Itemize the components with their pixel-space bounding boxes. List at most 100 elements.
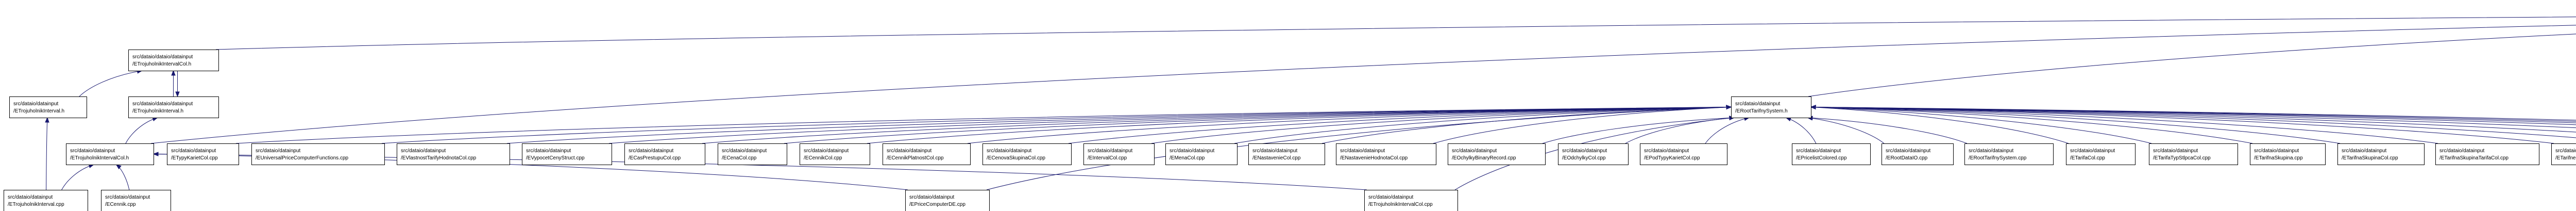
node-box[interactable]	[2250, 143, 2326, 165]
node-path-label: src/dataio/datainput	[1252, 148, 1298, 154]
dependency-edge	[506, 107, 1732, 144]
dependency-edge	[1810, 107, 2576, 138]
node-path-label: src/dataio/datainput	[1088, 148, 1133, 154]
graph-node[interactable]: src/dataio/datainput/ETrojuholnikInterva…	[9, 96, 87, 118]
graph-node[interactable]: src/dataio/datainput/ERootTarifnySystem.…	[1964, 143, 2054, 165]
node-box[interactable]	[1364, 190, 1458, 211]
graph-node[interactable]: src/dataio/dataio/datainput/ETrojuholnik…	[128, 50, 219, 71]
node-box[interactable]	[66, 143, 154, 165]
node-box[interactable]	[1336, 143, 1436, 165]
node-box[interactable]	[800, 143, 870, 165]
node-box[interactable]	[1083, 143, 1155, 165]
graph-node[interactable]: src/dataio/datainput/ECasPrestupuCol.cpp	[624, 143, 705, 165]
graph-node[interactable]: src/dataio/datainput/ETarifnaSkupinaTari…	[2435, 143, 2539, 165]
graph-node[interactable]: src/dataio/dataio/datainput/ETrojuholnik…	[128, 96, 219, 118]
node-box[interactable]	[167, 143, 239, 165]
node-box[interactable]	[1248, 143, 1325, 165]
graph-node[interactable]: src/dataio/datainput/ETarifnePasmo.cpp	[2551, 143, 2576, 165]
node-box[interactable]	[2551, 143, 2576, 165]
node-path-label: src/dataio/datainput	[105, 194, 150, 200]
node-box[interactable]	[2435, 143, 2539, 165]
node-box[interactable]	[1731, 96, 1811, 118]
node-box[interactable]	[1882, 143, 1954, 165]
node-box[interactable]	[718, 143, 787, 165]
graph-node[interactable]: src/dataio/datainput/ECenaCol.cpp	[718, 143, 787, 165]
graph-node[interactable]: src/dataio/datainput/ECennik.cpp	[101, 190, 171, 211]
graph-node[interactable]: src/dataio/datainput/EOchylkyBinaryRecor…	[1448, 143, 1546, 165]
node-box[interactable]	[9, 96, 87, 118]
node-box[interactable]	[251, 143, 385, 165]
graph-node[interactable]: src/dataio/datainput/ENastavenieHodnotaC…	[1336, 143, 1436, 165]
node-path-label: src/dataio/datainput	[1562, 148, 1607, 154]
dependency-edge	[967, 107, 1732, 144]
node-file-label: /EOdchylkyCol.cpp	[1562, 155, 1606, 161]
graph-node[interactable]: src/dataio/datainput/ENastavenieCol.cpp	[1248, 143, 1325, 165]
node-box[interactable]	[883, 143, 971, 165]
graph-node[interactable]: src/dataio/datainput/EOdchylkyCol.cpp	[1558, 143, 1629, 165]
graph-node[interactable]: src/dataio/datainput/EMenaCol.cpp	[1165, 143, 1238, 165]
node-file-label: /ETypyKarietCol.cpp	[171, 155, 218, 161]
dependency-edge	[1433, 107, 1732, 144]
graph-node[interactable]: src/dataio/datainput/ETrojuholnikInterva…	[66, 143, 154, 165]
dependency-edge	[1810, 107, 2253, 144]
graph-node[interactable]: src/dataio/datainput/ERootTarifnySystem.…	[1731, 96, 1811, 118]
dependency-edge	[61, 164, 94, 190]
node-box[interactable]	[1964, 143, 2054, 165]
graph-node[interactable]: src/dataio/datainput/EPodTypyKarietCol.c…	[1640, 143, 1727, 165]
node-box[interactable]	[982, 143, 1072, 165]
node-box[interactable]	[522, 143, 612, 165]
node-box[interactable]	[2149, 143, 2238, 165]
graph-node[interactable]: src/dataio/datainput/EUniversalPriceComp…	[251, 143, 385, 165]
graph-node[interactable]: src/dataio/datainput/EIntervalCol.cpp	[1083, 143, 1155, 165]
dependency-edge	[79, 70, 142, 97]
graph-node[interactable]: src/dataio/datainput/ECennikCol.cpp	[800, 143, 870, 165]
node-file-label: /EPriceComputerDE.cpp	[909, 202, 965, 207]
node-box[interactable]	[2337, 143, 2425, 165]
graph-node[interactable]: src/dataio/datainput/EVypocetCenyStruct.…	[522, 143, 612, 165]
dependency-edge	[1810, 107, 2576, 128]
dependency-edge	[1321, 107, 1732, 144]
node-box[interactable]	[905, 190, 990, 211]
node-file-label: /ETrojuholnikIntervalCol.cpp	[1368, 202, 1433, 207]
graph-node[interactable]: src/dataio/datainput/ETrojuholnikInterva…	[1364, 190, 1458, 211]
node-box[interactable]	[1640, 143, 1727, 165]
dependency-edge	[215, 17, 2576, 50]
node-path-label: src/dataio/datainput	[887, 148, 932, 154]
node-box[interactable]	[1558, 143, 1629, 165]
graph-node[interactable]: src/dataio/datainput/ECenovaSkupinaCol.c…	[982, 143, 1072, 165]
node-box[interactable]	[128, 96, 219, 118]
node-path-label: src/dataio/datainput	[1340, 148, 1385, 154]
node-box[interactable]	[128, 50, 219, 71]
graph-node[interactable]: src/dataio/datainput/ETarifaCol.cpp	[2066, 143, 2136, 165]
node-path-label: src/dataio/datainput	[256, 148, 301, 154]
graph-node[interactable]: src/dataio/datainput/ETypyKarietCol.cpp	[167, 143, 239, 165]
graph-node[interactable]: src/dataio/datainput/EVlastnostTarifyHod…	[397, 143, 510, 165]
arrowhead-icon	[45, 117, 49, 123]
node-box[interactable]	[397, 143, 510, 165]
node-path-label: src/dataio/datainput	[629, 148, 674, 154]
node-box[interactable]	[1448, 143, 1546, 165]
dependency-edge	[1807, 117, 1968, 144]
graph-node[interactable]: src/dataio/datainput/ETarifnaSkupinaCol.…	[2337, 143, 2425, 165]
node-path-label: src/dataio/datainput	[526, 148, 571, 154]
edges-layer	[45, 17, 2576, 190]
dependency-edge	[1151, 107, 1732, 144]
graph-node[interactable]: src/dataio/datainput/ECennikPlatnostCol.…	[883, 143, 971, 165]
node-path-label: src/dataio/datainput	[70, 148, 115, 154]
node-box[interactable]	[624, 143, 705, 165]
dependency-edge	[1810, 107, 2576, 121]
node-box[interactable]	[2066, 143, 2136, 165]
graph-node[interactable]: src/dataio/datainput/ETarifnaSkupina.cpp	[2250, 143, 2326, 165]
graph-node[interactable]: src/dataio/datainput/ETarifaTypStlpcaCol…	[2149, 143, 2238, 165]
graph-node[interactable]: src/dataio/datainput/ETrojuholnikInterva…	[4, 190, 88, 211]
dependency-edge	[46, 117, 48, 190]
graph-node[interactable]: src/dataio/datainput/EPricelistColored.c…	[1792, 143, 1871, 165]
node-file-label: /ECenaCol.cpp	[722, 155, 757, 161]
graph-node[interactable]: src/dataio/datainput/ERootDataIO.cpp	[1882, 143, 1954, 165]
node-box[interactable]	[4, 190, 88, 211]
graph-node[interactable]: src/dataio/datainput/EPriceComputerDE.cp…	[905, 190, 990, 211]
node-box[interactable]	[1165, 143, 1238, 165]
node-box[interactable]	[101, 190, 171, 211]
node-box[interactable]	[1792, 143, 1871, 165]
